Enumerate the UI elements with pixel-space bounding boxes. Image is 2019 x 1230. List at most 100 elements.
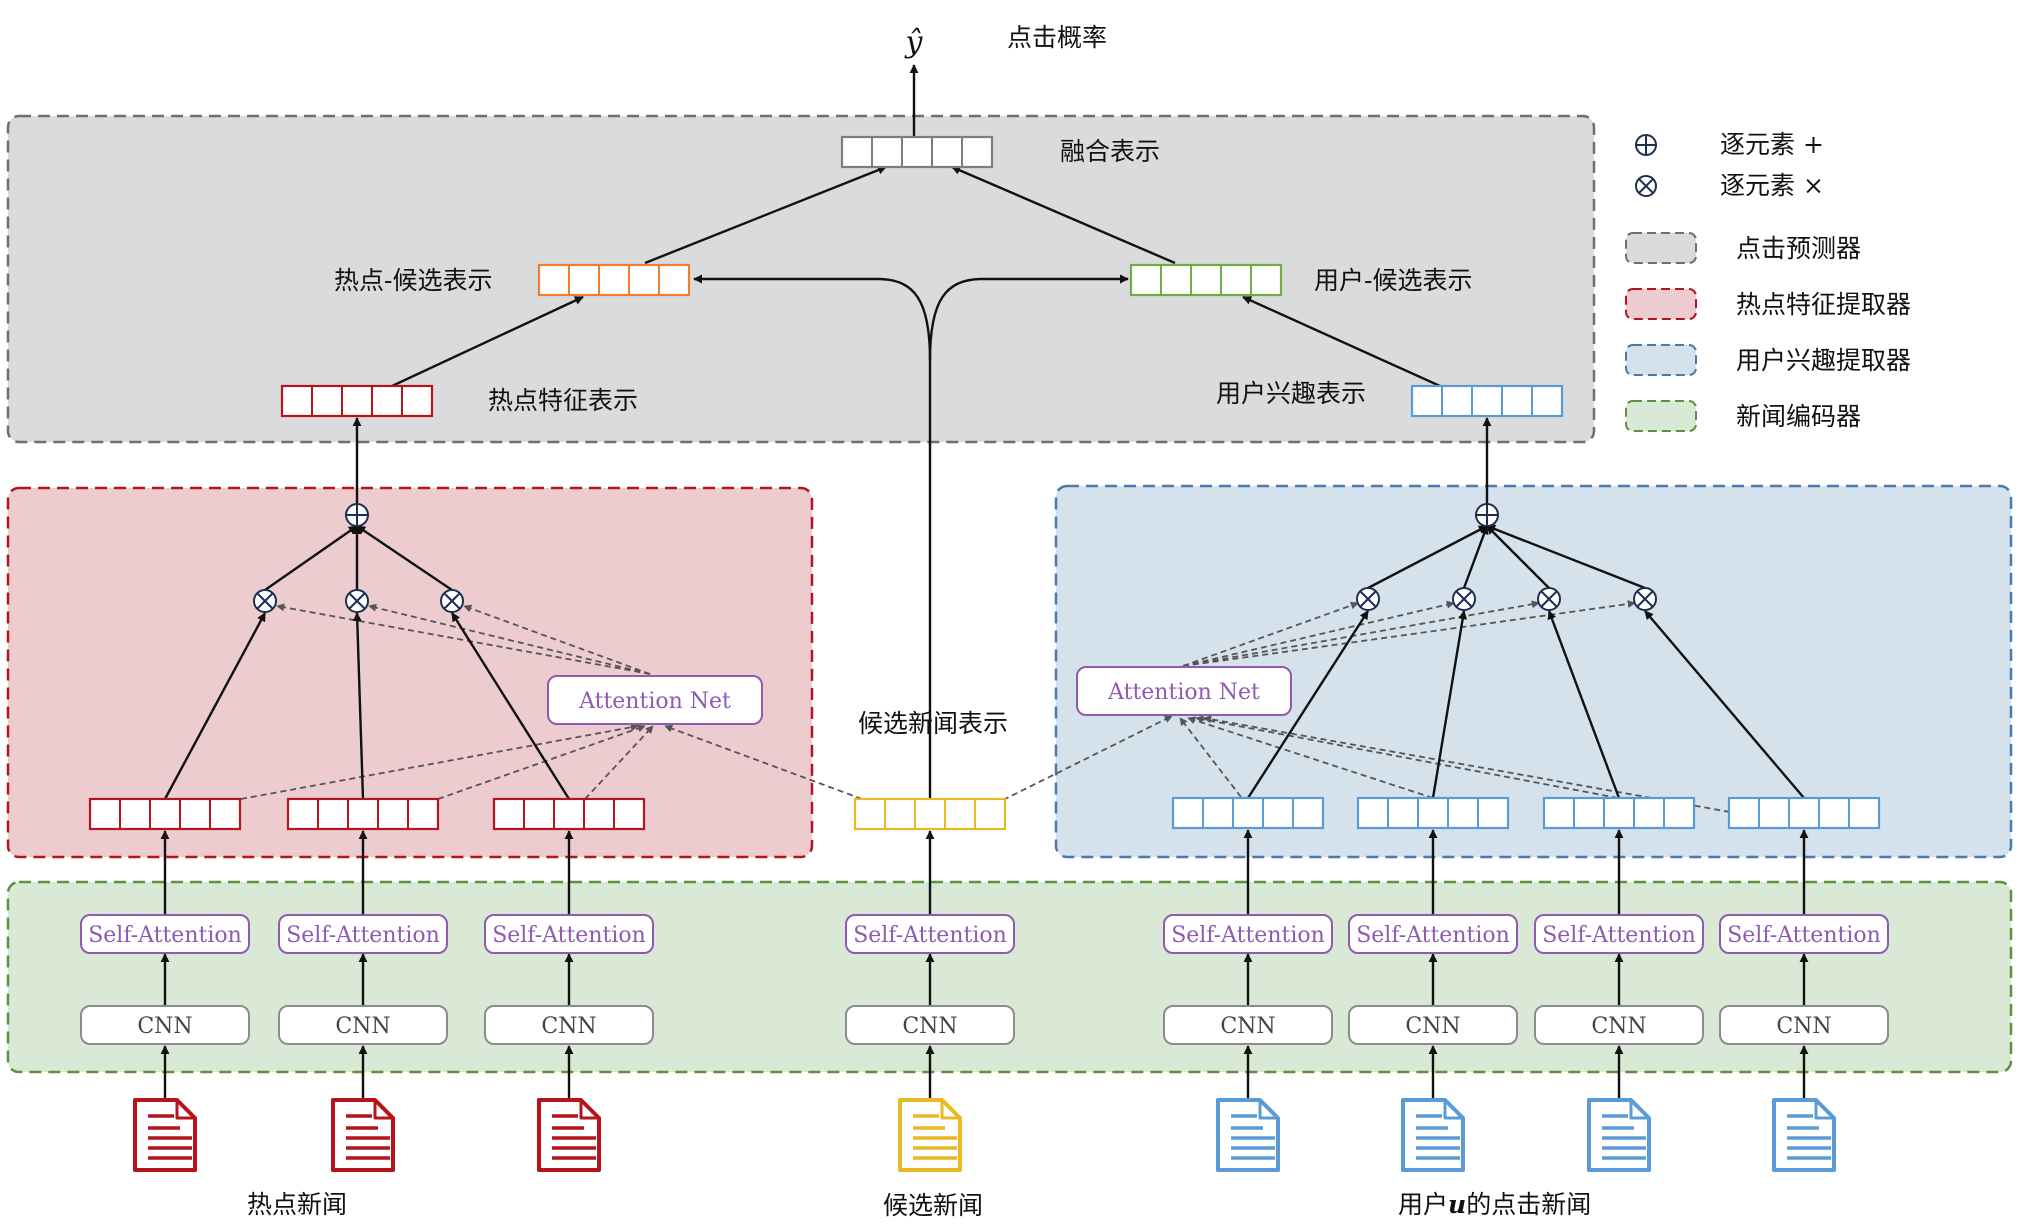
candidate-repr-label: 候选新闻表示 bbox=[858, 709, 1008, 738]
hot-product-to-sum-arrow bbox=[264, 525, 358, 591]
cnn-block-label: CNN bbox=[902, 1014, 957, 1039]
hot-feature-label: 热点特征表示 bbox=[488, 386, 638, 415]
hot-feature-extractor-region bbox=[6, 486, 814, 859]
cnn-block: CNN bbox=[1534, 1005, 1704, 1045]
user-candidate-to-fusion-arrow bbox=[951, 165, 1176, 265]
user-product-to-sum-arrow bbox=[1462, 525, 1489, 589]
cnn-block: CNN bbox=[1719, 1005, 1889, 1045]
news-document-icon bbox=[331, 1098, 395, 1172]
document-fold bbox=[1814, 1100, 1834, 1120]
self-attention-block-frame bbox=[845, 914, 1015, 954]
user-product-to-sum-arrow bbox=[1486, 524, 1646, 590]
labels: ŷ 点击概率 融合表示 热点-候选表示 用户-候选表示 热点特征表示 用户兴趣表… bbox=[247, 23, 1911, 1220]
cnn-block: CNN bbox=[484, 1005, 654, 1045]
connections bbox=[160, 64, 1809, 1160]
news-document-icon bbox=[898, 1098, 962, 1172]
cnn-block-frame bbox=[1163, 1005, 1333, 1045]
document-fold bbox=[1443, 1100, 1463, 1120]
vector-frame bbox=[1356, 796, 1510, 830]
hot-feature-to-hot-candidate-arrow bbox=[391, 295, 584, 388]
self-attention-block: Self-Attention bbox=[484, 914, 654, 954]
hot-attention-net-block: Attention Net bbox=[547, 675, 763, 725]
user-attention-net-block-label: Attention Net bbox=[1107, 680, 1260, 705]
self-attention-block: Self-Attention bbox=[80, 914, 250, 954]
user-vector-to-product-arrow bbox=[1246, 610, 1370, 799]
user-vector-to-attention-dashed bbox=[1203, 715, 1731, 813]
self-attention-block-frame bbox=[1348, 914, 1518, 954]
user-news-vector bbox=[1727, 796, 1881, 830]
hot-vector-to-product-arrow bbox=[352, 612, 365, 800]
hot-feature-vector bbox=[280, 384, 434, 418]
legend-swatch bbox=[1625, 288, 1697, 320]
hot-attention-weight-dashed bbox=[463, 604, 651, 675]
user-attention-net-block-frame bbox=[1076, 666, 1292, 716]
vector-frame bbox=[1542, 796, 1696, 830]
self-attention-block-label: Self-Attention bbox=[1727, 923, 1881, 948]
news-document-icon bbox=[1401, 1098, 1465, 1172]
cnn-block-frame bbox=[484, 1005, 654, 1045]
user-product-to-sum-arrow bbox=[1486, 525, 1550, 589]
user-sum-op-icon bbox=[1475, 503, 1499, 527]
user-news-label: 用户u的点击新闻 bbox=[1398, 1190, 1591, 1219]
hot-news-vector bbox=[492, 797, 646, 831]
legend-swatch bbox=[1625, 344, 1697, 376]
candidate-to-user-candidate-arrow bbox=[928, 274, 1129, 361]
self-attention-block-frame bbox=[80, 914, 250, 954]
user-attention-net-block: Attention Net bbox=[1076, 666, 1292, 716]
candidate-news-vector bbox=[853, 797, 1007, 831]
cnn-block-label: CNN bbox=[1220, 1014, 1275, 1039]
candidate-to-user-attention-dashed bbox=[1002, 715, 1173, 801]
user-news-vector bbox=[1171, 796, 1325, 830]
cnn-block-label: CNN bbox=[541, 1014, 596, 1039]
hot-news-vector bbox=[88, 797, 242, 831]
hot-attention-net-block-frame bbox=[547, 675, 763, 725]
cnn-block: CNN bbox=[845, 1005, 1015, 1045]
output-symbol: ŷ bbox=[904, 25, 924, 60]
user-product-to-sum-arrow bbox=[1367, 524, 1488, 590]
fusion-vector bbox=[840, 135, 994, 169]
hot-vector-to-attention-dashed bbox=[240, 723, 639, 800]
user-product-op-icon bbox=[1452, 587, 1476, 611]
hot-vector-to-product-arrow bbox=[450, 612, 571, 800]
user-vector-to-product-arrow bbox=[1547, 610, 1621, 799]
news-document-icon bbox=[1587, 1098, 1651, 1172]
self-attention-block-label: Self-Attention bbox=[1171, 923, 1325, 948]
hot-candidate-label: 热点-候选表示 bbox=[334, 266, 492, 295]
self-attention-block-label: Self-Attention bbox=[1542, 923, 1696, 948]
legend-item-label: 热点特征提取器 bbox=[1736, 290, 1911, 319]
legend-swatch bbox=[1625, 400, 1697, 432]
user-interest-to-user-candidate-arrow bbox=[1242, 295, 1441, 388]
legend-item: 新闻编码器 bbox=[1625, 400, 1861, 432]
user-interest-vector bbox=[1410, 384, 1564, 418]
user-candidate-vector bbox=[1129, 263, 1283, 297]
hot-product-op-icon bbox=[440, 589, 464, 613]
vector-frame bbox=[492, 797, 646, 831]
hot-attention-weight-dashed bbox=[368, 603, 651, 675]
product-op-bar bbox=[1540, 590, 1558, 608]
self-attention-block: Self-Attention bbox=[845, 914, 1015, 954]
user-vector-to-attention-dashed bbox=[1195, 715, 1619, 799]
news-document-icon bbox=[537, 1098, 601, 1172]
document-fold bbox=[940, 1100, 960, 1120]
cnn-block: CNN bbox=[1348, 1005, 1518, 1045]
hot-vector-to-product-arrow bbox=[163, 612, 267, 800]
self-attention-block-label: Self-Attention bbox=[88, 923, 242, 948]
product-op-bar bbox=[443, 592, 461, 610]
hot-product-op-icon bbox=[253, 589, 277, 613]
output-label: 点击概率 bbox=[1007, 23, 1107, 52]
user-attention-weight-dashed bbox=[1182, 600, 1636, 667]
hot-vector-to-attention-dashed bbox=[437, 724, 646, 800]
fusion-label: 融合表示 bbox=[1060, 137, 1160, 166]
document-fold bbox=[1258, 1100, 1278, 1120]
self-attention-block-label: Self-Attention bbox=[853, 923, 1007, 948]
user-attention-weight-dashed bbox=[1182, 601, 1359, 667]
legend-item: 热点特征提取器 bbox=[1625, 288, 1911, 320]
legend-item: 用户兴趣提取器 bbox=[1625, 344, 1911, 376]
cnn-block-label: CNN bbox=[137, 1014, 192, 1039]
document-fold bbox=[373, 1100, 393, 1120]
vector-frame bbox=[853, 797, 1007, 831]
self-attention-block-frame bbox=[1163, 914, 1333, 954]
cnn-block: CNN bbox=[278, 1005, 448, 1045]
cnn-block-frame bbox=[80, 1005, 250, 1045]
cnn-block: CNN bbox=[80, 1005, 250, 1045]
